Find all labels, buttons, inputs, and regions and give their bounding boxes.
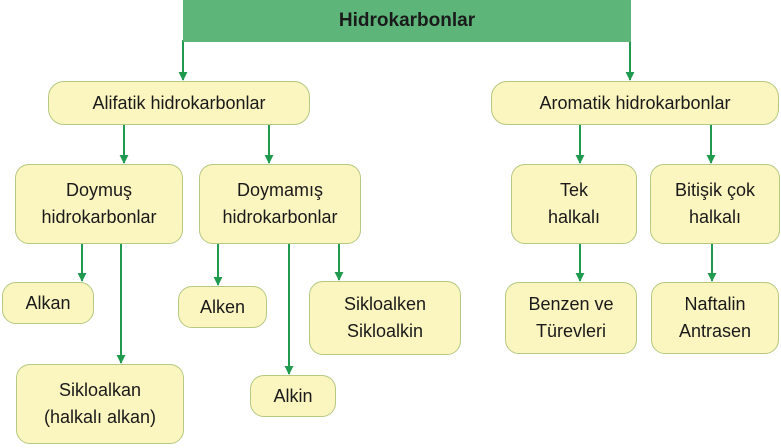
- saturated-line1: Doymuş: [65, 180, 132, 200]
- naphthalene-line1: Naftalin: [684, 294, 746, 314]
- benzene-line2: Türevleri: [535, 321, 606, 341]
- saturated-node: Doymuş hidrokarbonlar: [15, 164, 183, 244]
- cycloalkane-line1: Sikloalkan: [58, 380, 142, 400]
- naphthalene-line2: Antrasen: [678, 321, 752, 341]
- saturated-line2: hidrokarbonlar: [41, 207, 157, 227]
- aromatic-node: Aromatik hidrokarbonlar: [491, 81, 779, 125]
- cyclo-unsaturated-line1: Sikloalken: [343, 294, 427, 314]
- unsaturated-line2: hidrokarbonlar: [222, 207, 338, 227]
- alkane-node: Alkan: [2, 282, 94, 324]
- cyclo-unsaturated-line2: Sikloalkin: [346, 321, 424, 341]
- single-ring-line1: Tek: [559, 180, 588, 200]
- unsaturated-line1: Doymamış: [236, 180, 323, 200]
- root-label: Hidrokarbonlar: [338, 10, 476, 31]
- benzene-line1: Benzen ve: [528, 294, 614, 314]
- root-node: Hidrokarbonlar: [183, 0, 631, 42]
- fused-ring-line2: halkalı: [688, 207, 741, 227]
- alkyne-node: Alkin: [250, 375, 336, 417]
- benzene-node: Benzen ve Türevleri: [505, 282, 637, 354]
- fused-ring-line1: Bitişik çok: [674, 180, 755, 200]
- single-ring-line2: halkalı: [547, 207, 601, 227]
- unsaturated-node: Doymamış hidrokarbonlar: [199, 164, 361, 244]
- naphthalene-node: Naftalin Antrasen: [651, 282, 779, 354]
- cyclo-unsaturated-node: Sikloalken Sikloalkin: [309, 281, 461, 355]
- aliphatic-label: Alifatik hidrokarbonlar: [92, 92, 266, 113]
- alkane-label: Alkan: [25, 292, 71, 313]
- cycloalkane-node: Sikloalkan (halkalı alkan): [16, 364, 184, 444]
- alkene-label: Alken: [199, 296, 246, 317]
- single-ring-node: Tek halkalı: [511, 164, 637, 244]
- cycloalkane-line2: (halkalı alkan): [43, 407, 157, 427]
- alkene-node: Alken: [178, 286, 267, 328]
- aromatic-label: Aromatik hidrokarbonlar: [539, 92, 731, 113]
- alkyne-label: Alkin: [273, 385, 313, 406]
- fused-ring-node: Bitişik çok halkalı: [650, 164, 780, 244]
- aliphatic-node: Alifatik hidrokarbonlar: [48, 81, 310, 125]
